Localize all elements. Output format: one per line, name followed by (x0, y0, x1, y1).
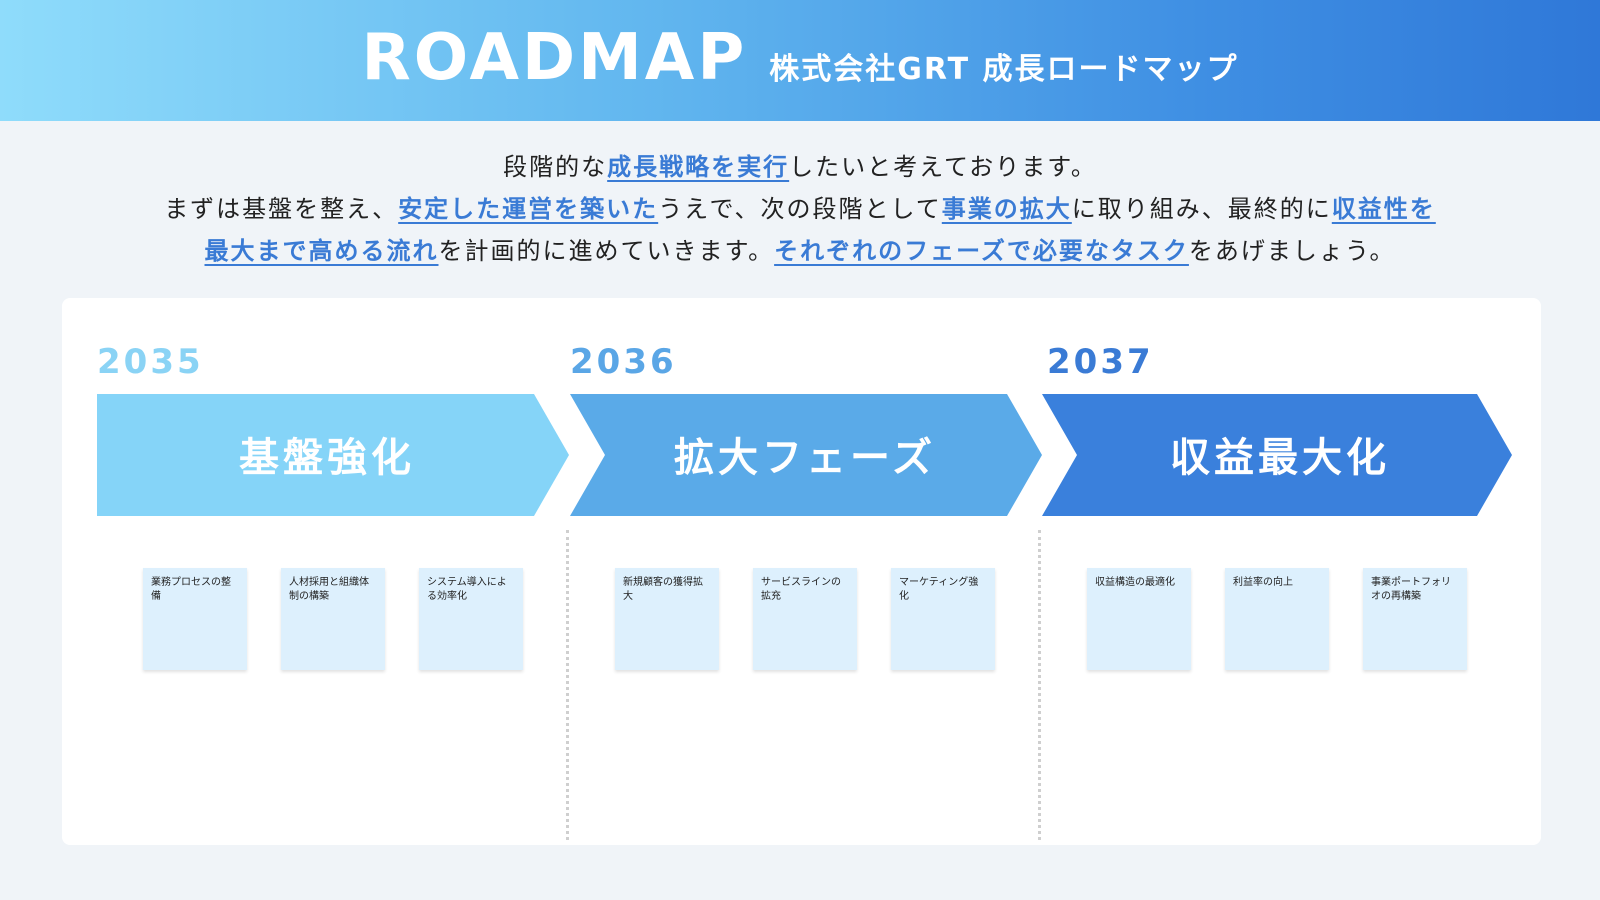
intro-text: 段階的な成長戦略を実行したいと考えております。 まずは基盤を整え、安定した運営を… (0, 146, 1600, 272)
task-card[interactable]: 新規顧客の獲得拡大 (615, 568, 719, 670)
page-title: ROADMAP (361, 20, 748, 95)
year-2035: 2035 (97, 342, 204, 382)
phase-divider-2 (1038, 530, 1041, 840)
intro-highlight: 安定した運営を築いた (398, 195, 659, 223)
intro-text-segment: したいと考えております。 (789, 153, 1097, 181)
intro-text-segment: を計画的に進めていきます。 (438, 237, 775, 265)
intro-text-segment: うえで、次の段階として (658, 195, 942, 223)
intro-text-segment: に取り組み、最終的に (1071, 195, 1332, 223)
intro-text-segment: まずは基盤を整え、 (164, 195, 399, 223)
header-inner: ROADMAP 株式会社GRT 成長ロードマップ (361, 21, 1238, 95)
task-card[interactable]: 業務プロセスの整備 (143, 568, 247, 670)
page-subtitle: 株式会社GRT 成長ロードマップ (769, 51, 1239, 87)
task-card[interactable]: 事業ポートフォリオの再構築 (1363, 568, 1467, 670)
phase-divider-1 (566, 530, 569, 840)
intro-line-2: まずは基盤を整え、安定した運営を築いたうえで、次の段階として事業の拡大に取り組み… (0, 188, 1600, 230)
phase-label-3: 収益最大化 (1170, 435, 1390, 481)
intro-highlight: 成長戦略を実行 (607, 153, 790, 181)
task-card[interactable]: 人材採用と組織体制の構築 (281, 568, 385, 670)
year-2037: 2037 (1047, 342, 1154, 382)
intro-text-segment: 段階的な (503, 153, 608, 181)
task-card[interactable]: マーケティング強化 (891, 568, 995, 670)
intro-text-segment: をあげましょう。 (1188, 237, 1396, 265)
intro-highlight: 事業の拡大 (941, 195, 1072, 223)
phase-label-2: 拡大フェーズ (674, 435, 936, 481)
intro-line-1: 段階的な成長戦略を実行したいと考えております。 (0, 146, 1600, 188)
intro-line-3: 最大まで高める流れを計画的に進めていきます。それぞれのフェーズで必要なタスクをあ… (0, 230, 1600, 272)
intro-highlight: それぞれのフェーズで必要なタスク (774, 237, 1189, 265)
task-card[interactable]: 収益構造の最適化 (1087, 568, 1191, 670)
year-2036: 2036 (570, 342, 677, 382)
task-card[interactable]: システム導入による効率化 (419, 568, 523, 670)
intro-highlight: 収益性を (1331, 195, 1436, 223)
task-card[interactable]: サービスラインの拡充 (753, 568, 857, 670)
header-banner: ROADMAP 株式会社GRT 成長ロードマップ (0, 0, 1600, 121)
phase-label-1: 基盤強化 (239, 435, 415, 481)
task-card[interactable]: 利益率の向上 (1225, 568, 1329, 670)
intro-highlight: 最大まで高める流れ (204, 237, 439, 265)
